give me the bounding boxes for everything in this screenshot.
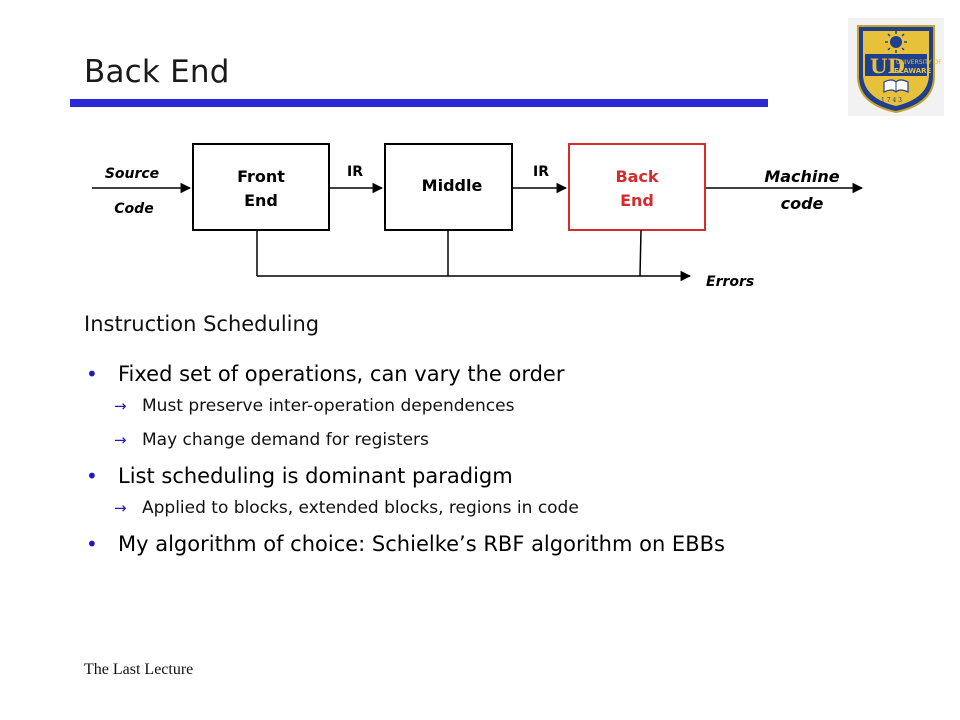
ir-label-right: IR: [533, 164, 549, 180]
bullet-item: • Fixed set of operations, can vary the …: [84, 360, 944, 388]
bullet-item: • List scheduling is dominant paradigm: [84, 462, 944, 490]
sub-bullet-text: May change demand for registers: [142, 430, 429, 450]
front-end-box: [192, 143, 330, 231]
errors-label: Errors: [706, 274, 754, 290]
error-line-back: [639, 229, 642, 277]
machine-label-top: Machine: [764, 167, 839, 186]
compiler-pipeline-diagram: Source Code Front End IR Middle IR Back …: [92, 143, 864, 290]
arrow-right-icon: →: [114, 499, 127, 517]
logo-line2: ELAWARE: [894, 67, 932, 75]
sub-bullet-item: → May change demand for registers: [84, 428, 944, 452]
slide-title: Back End: [84, 54, 230, 90]
bullet-list: • Fixed set of operations, can vary the …: [84, 360, 944, 564]
back-end-label-1: Back: [615, 167, 658, 186]
bullet-text: Fixed set of operations, can vary the or…: [118, 362, 565, 386]
logo-line1: UNIVERSITY OF: [896, 59, 942, 66]
section-heading: Instruction Scheduling: [84, 312, 320, 336]
front-end-label-2: End: [244, 191, 278, 210]
sub-bullet-text: Applied to blocks, extended blocks, regi…: [142, 498, 579, 518]
bullet-item: • My algorithm of choice: Schielke’s RBF…: [84, 530, 944, 558]
middle-label: Middle: [422, 176, 483, 195]
university-logo: UD UNIVERSITY OF ELAWARE 1 7 4 3: [848, 18, 944, 116]
back-end-label-2: End: [620, 191, 654, 210]
footer-text: The Last Lecture: [84, 661, 194, 678]
sub-bullet-item: → Must preserve inter-operation dependen…: [84, 394, 944, 418]
arrow-right-icon: →: [114, 431, 127, 449]
bullet-text: List scheduling is dominant paradigm: [118, 464, 513, 488]
bullet-dot-icon: •: [86, 464, 98, 488]
source-label-top: Source: [105, 166, 159, 182]
logo-year: 1 7 4 3: [881, 97, 902, 104]
sub-bullet-text: Must preserve inter-operation dependence…: [142, 396, 515, 416]
bullet-dot-icon: •: [86, 362, 98, 386]
ir-label-left: IR: [347, 164, 363, 180]
sub-bullet-item: → Applied to blocks, extended blocks, re…: [84, 496, 944, 520]
source-label-bottom: Code: [114, 201, 153, 217]
back-end-box: [568, 143, 706, 231]
logo-initials: UD: [870, 54, 905, 78]
machine-label-bottom: code: [781, 194, 824, 213]
bullet-dot-icon: •: [86, 532, 98, 556]
middle-box: [384, 143, 513, 231]
title-underline: [70, 99, 768, 107]
arrow-right-icon: →: [114, 397, 127, 415]
front-end-label-1: Front: [237, 167, 285, 186]
bullet-text: My algorithm of choice: Schielke’s RBF a…: [118, 532, 725, 556]
